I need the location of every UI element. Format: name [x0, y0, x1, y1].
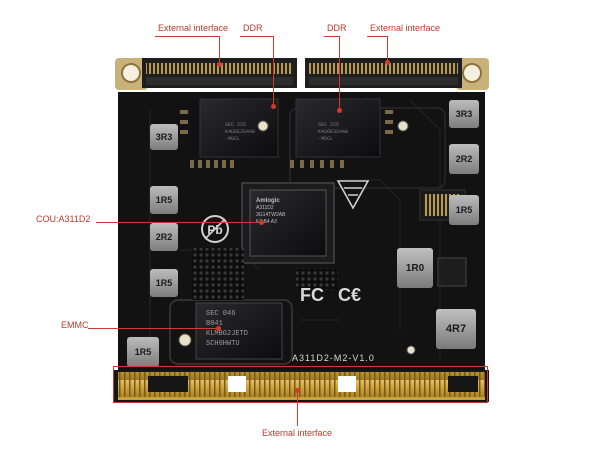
- inductor-1r0: 1R0: [397, 248, 433, 288]
- emmc-marking: SEC 046 B041 KLMBG2JETD SCH0HWTU: [206, 310, 249, 348]
- ddr-right-marking: SEC 225 K4U6E3S4AB -MGCL: [318, 122, 349, 142]
- svg-text:FC: FC: [300, 285, 324, 305]
- cpu-marking: Amlogic A311D2 3G14TW2AB K7 B4 A3: [256, 198, 286, 225]
- svg-text:C€: C€: [338, 285, 361, 305]
- board-silkscreen: A311D2-M2-V1.0: [292, 353, 375, 363]
- label-emmc: EMMC: [61, 320, 89, 330]
- label-cpu: COU:A311D2: [36, 214, 91, 224]
- label-external-interface-top-left: External interface: [158, 23, 229, 33]
- inductor-3r3-right: 3R3: [449, 100, 479, 128]
- inductor-1r5-left-b: 1R5: [150, 269, 178, 297]
- ce-mark: C€: [338, 285, 361, 305]
- inductor-2r2-left: 2R2: [150, 223, 178, 251]
- ddr-left-marking: SEC 225 K4U6E3S4AB -MGCL: [225, 122, 256, 142]
- label-external-interface-bottom: External interface: [262, 428, 333, 438]
- edge-connector: [114, 370, 489, 402]
- emmc-chip: [195, 302, 283, 360]
- edge-connector-highlight: [113, 366, 488, 403]
- label-external-interface-top-right: External interface: [370, 23, 441, 33]
- inductor-4r7: 4R7: [436, 309, 476, 349]
- inductor-3r3-left: 3R3: [150, 124, 178, 150]
- fcc-mark: FC: [300, 285, 324, 305]
- label-ddr-right: DDR: [327, 23, 347, 33]
- brand-logo: [336, 180, 370, 210]
- top-connectors: [142, 58, 462, 88]
- inductor-1r5-right: 1R5: [449, 195, 479, 225]
- label-ddr-left: DDR: [243, 23, 263, 33]
- inductor-2r2-right: 2R2: [449, 144, 479, 174]
- top-mounting-tabs: [115, 58, 489, 90]
- inductor-1r5-left-a: 1R5: [150, 186, 178, 214]
- inductor-1r5-left-c: 1R5: [127, 337, 159, 367]
